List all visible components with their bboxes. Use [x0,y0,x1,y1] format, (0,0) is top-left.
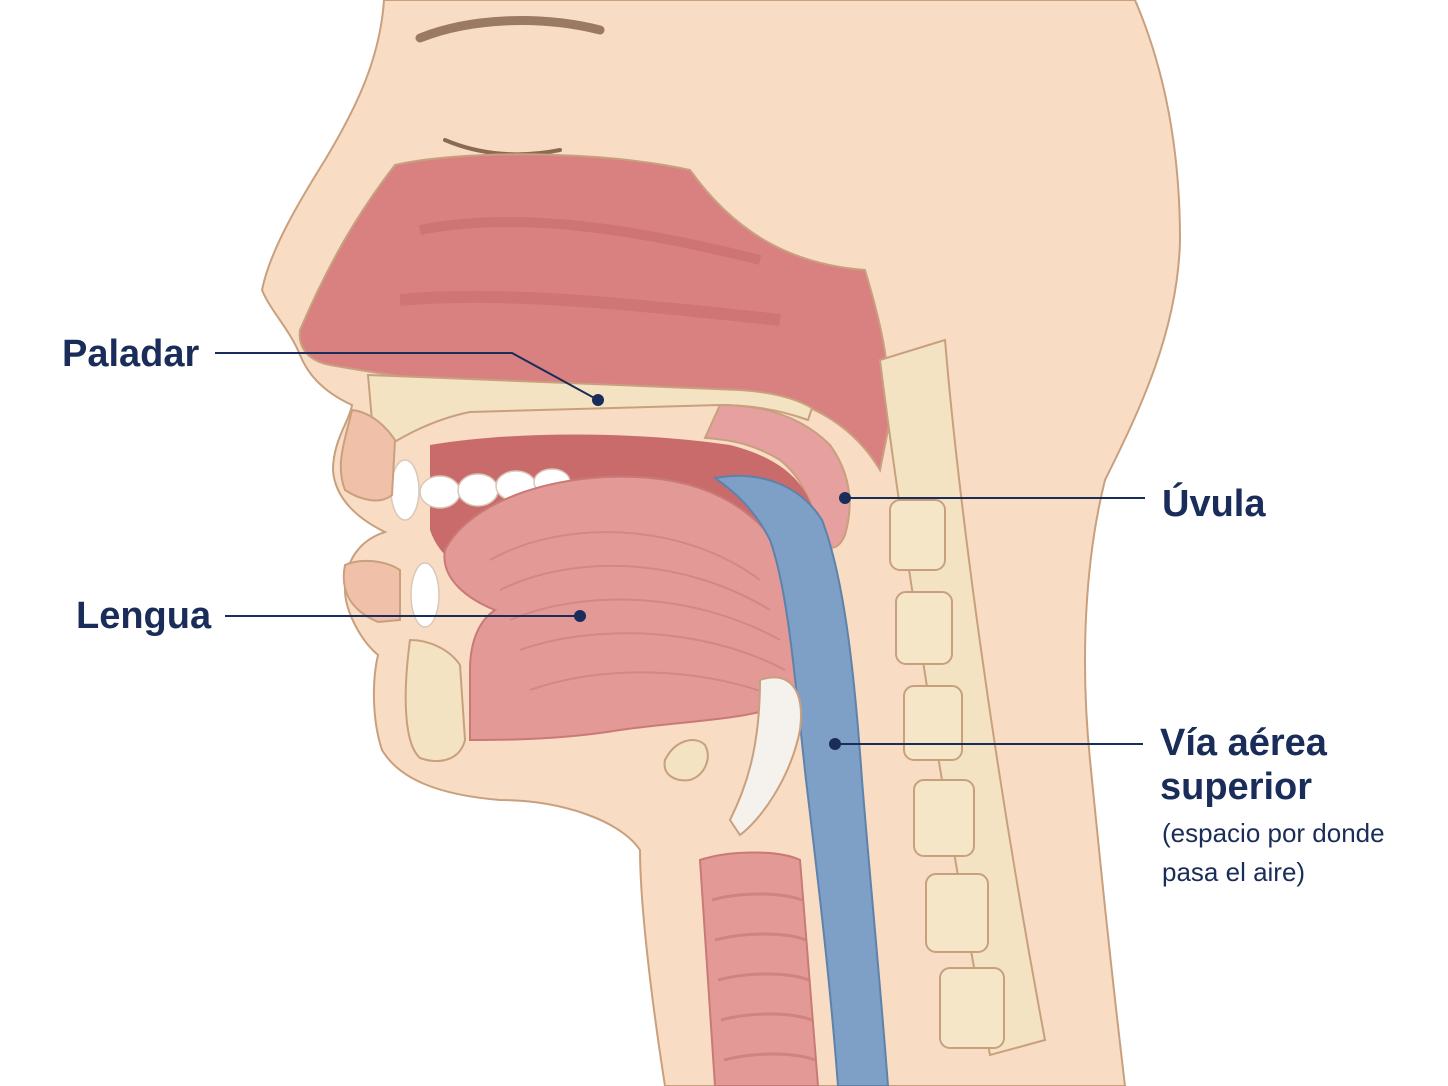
dot-lengua [574,610,586,622]
label-lengua: Lengua [76,595,212,637]
hyoid-bone [663,739,709,782]
label-uvula: Úvula [1162,483,1266,525]
tongue [443,475,806,742]
leader-line-paladar [215,352,599,401]
upper-teeth [390,459,571,521]
dot-uvula [839,492,851,504]
label-paladar: Paladar [62,333,200,375]
label-via-aerea-note-line1: (espacio por donde [1162,818,1385,848]
soft-palate [703,403,851,549]
mandible-bone [404,638,467,762]
eyebrow [415,16,605,43]
trachea-rings [711,892,816,1062]
epiglottis [728,676,802,837]
nasal-turbinate-lower [399,290,781,326]
dot-paladar [592,394,604,406]
lower-lip [342,559,401,624]
leader-lines [215,352,1145,745]
upper-lip [339,408,397,502]
leader-dots [574,394,851,750]
vertebrae [889,499,1005,1049]
label-via-aerea-note-line2: pasa el aire) [1162,857,1306,887]
lower-teeth [410,562,440,628]
dot-via-aerea [829,738,841,750]
tongue-muscle-fibers [489,531,786,701]
trachea [698,851,820,1086]
label-via-aerea-line2: superior [1160,766,1313,808]
label-via-aerea-line1: Vía aérea [1160,722,1327,764]
nasal-turbinate-upper [419,216,762,265]
